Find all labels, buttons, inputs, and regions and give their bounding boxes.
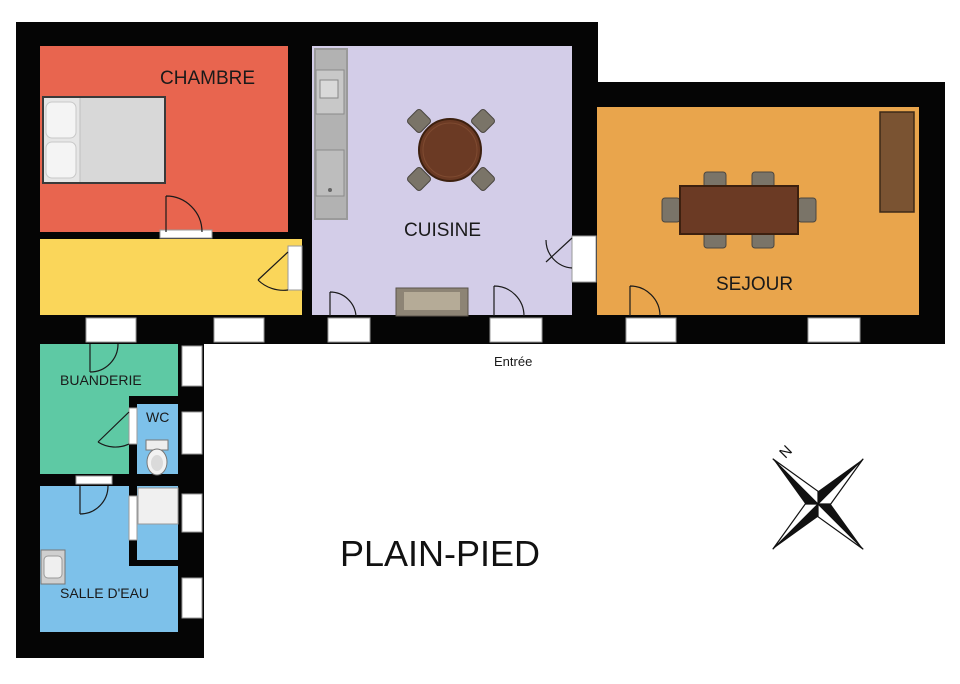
label-sejour: SEJOUR (716, 274, 793, 295)
door-frame-buanderie (75, 475, 113, 485)
kitchen-bench (395, 287, 469, 317)
plan-title: PLAIN-PIED (340, 533, 540, 574)
window-couloir-1 (85, 317, 137, 343)
labels: CHAMBRE CUISINE SEJOUR BUANDERIE WC SALL… (60, 68, 793, 601)
window-couloir-2 (213, 317, 265, 343)
compass-rose (772, 458, 864, 550)
compass-north-label: N (776, 442, 796, 462)
window-wc (181, 411, 203, 455)
bed (42, 96, 166, 184)
label-wc: WC (146, 409, 169, 425)
window-sejour-1 (625, 317, 677, 343)
door-frame-wc (128, 407, 138, 445)
door-frame-chambre (159, 229, 213, 239)
dining-table (661, 171, 817, 249)
door-chambre (165, 195, 203, 233)
label-salle-eau: SALLE D'EAU (60, 585, 149, 601)
label-cuisine: CUISINE (404, 220, 481, 241)
window-sejour-2 (807, 317, 861, 343)
sink (40, 549, 66, 585)
window-buanderie (181, 345, 203, 387)
window-cuisine-1 (327, 317, 371, 343)
label-buanderie: BUANDERIE (60, 372, 142, 388)
door-cuisine-right (493, 285, 525, 317)
door-couloir (257, 251, 289, 291)
window-douche (181, 493, 203, 533)
kitchen-counter (314, 48, 348, 220)
label-chambre: CHAMBRE (160, 68, 255, 89)
door-buanderie-bottom (79, 485, 109, 515)
shower-tray (137, 487, 179, 525)
door-cuisine-left (329, 291, 357, 317)
toilet (145, 439, 169, 476)
room-couloir (40, 239, 302, 315)
door-wc (97, 411, 130, 448)
kitchen-table (407, 109, 495, 191)
door-frame-couloir (287, 245, 303, 291)
door-buanderie-top (89, 343, 119, 373)
windows (75, 229, 861, 619)
door-frame-sejour (571, 235, 597, 283)
door-sejour-in (545, 237, 573, 269)
door-swings (79, 195, 661, 515)
label-entrance: Entrée (494, 354, 532, 369)
door-sejour-out (629, 285, 661, 317)
sideboard (879, 111, 915, 213)
door-frame-douche (128, 495, 138, 541)
window-salle-eau (181, 577, 203, 619)
window-cuisine-2 (489, 317, 543, 343)
